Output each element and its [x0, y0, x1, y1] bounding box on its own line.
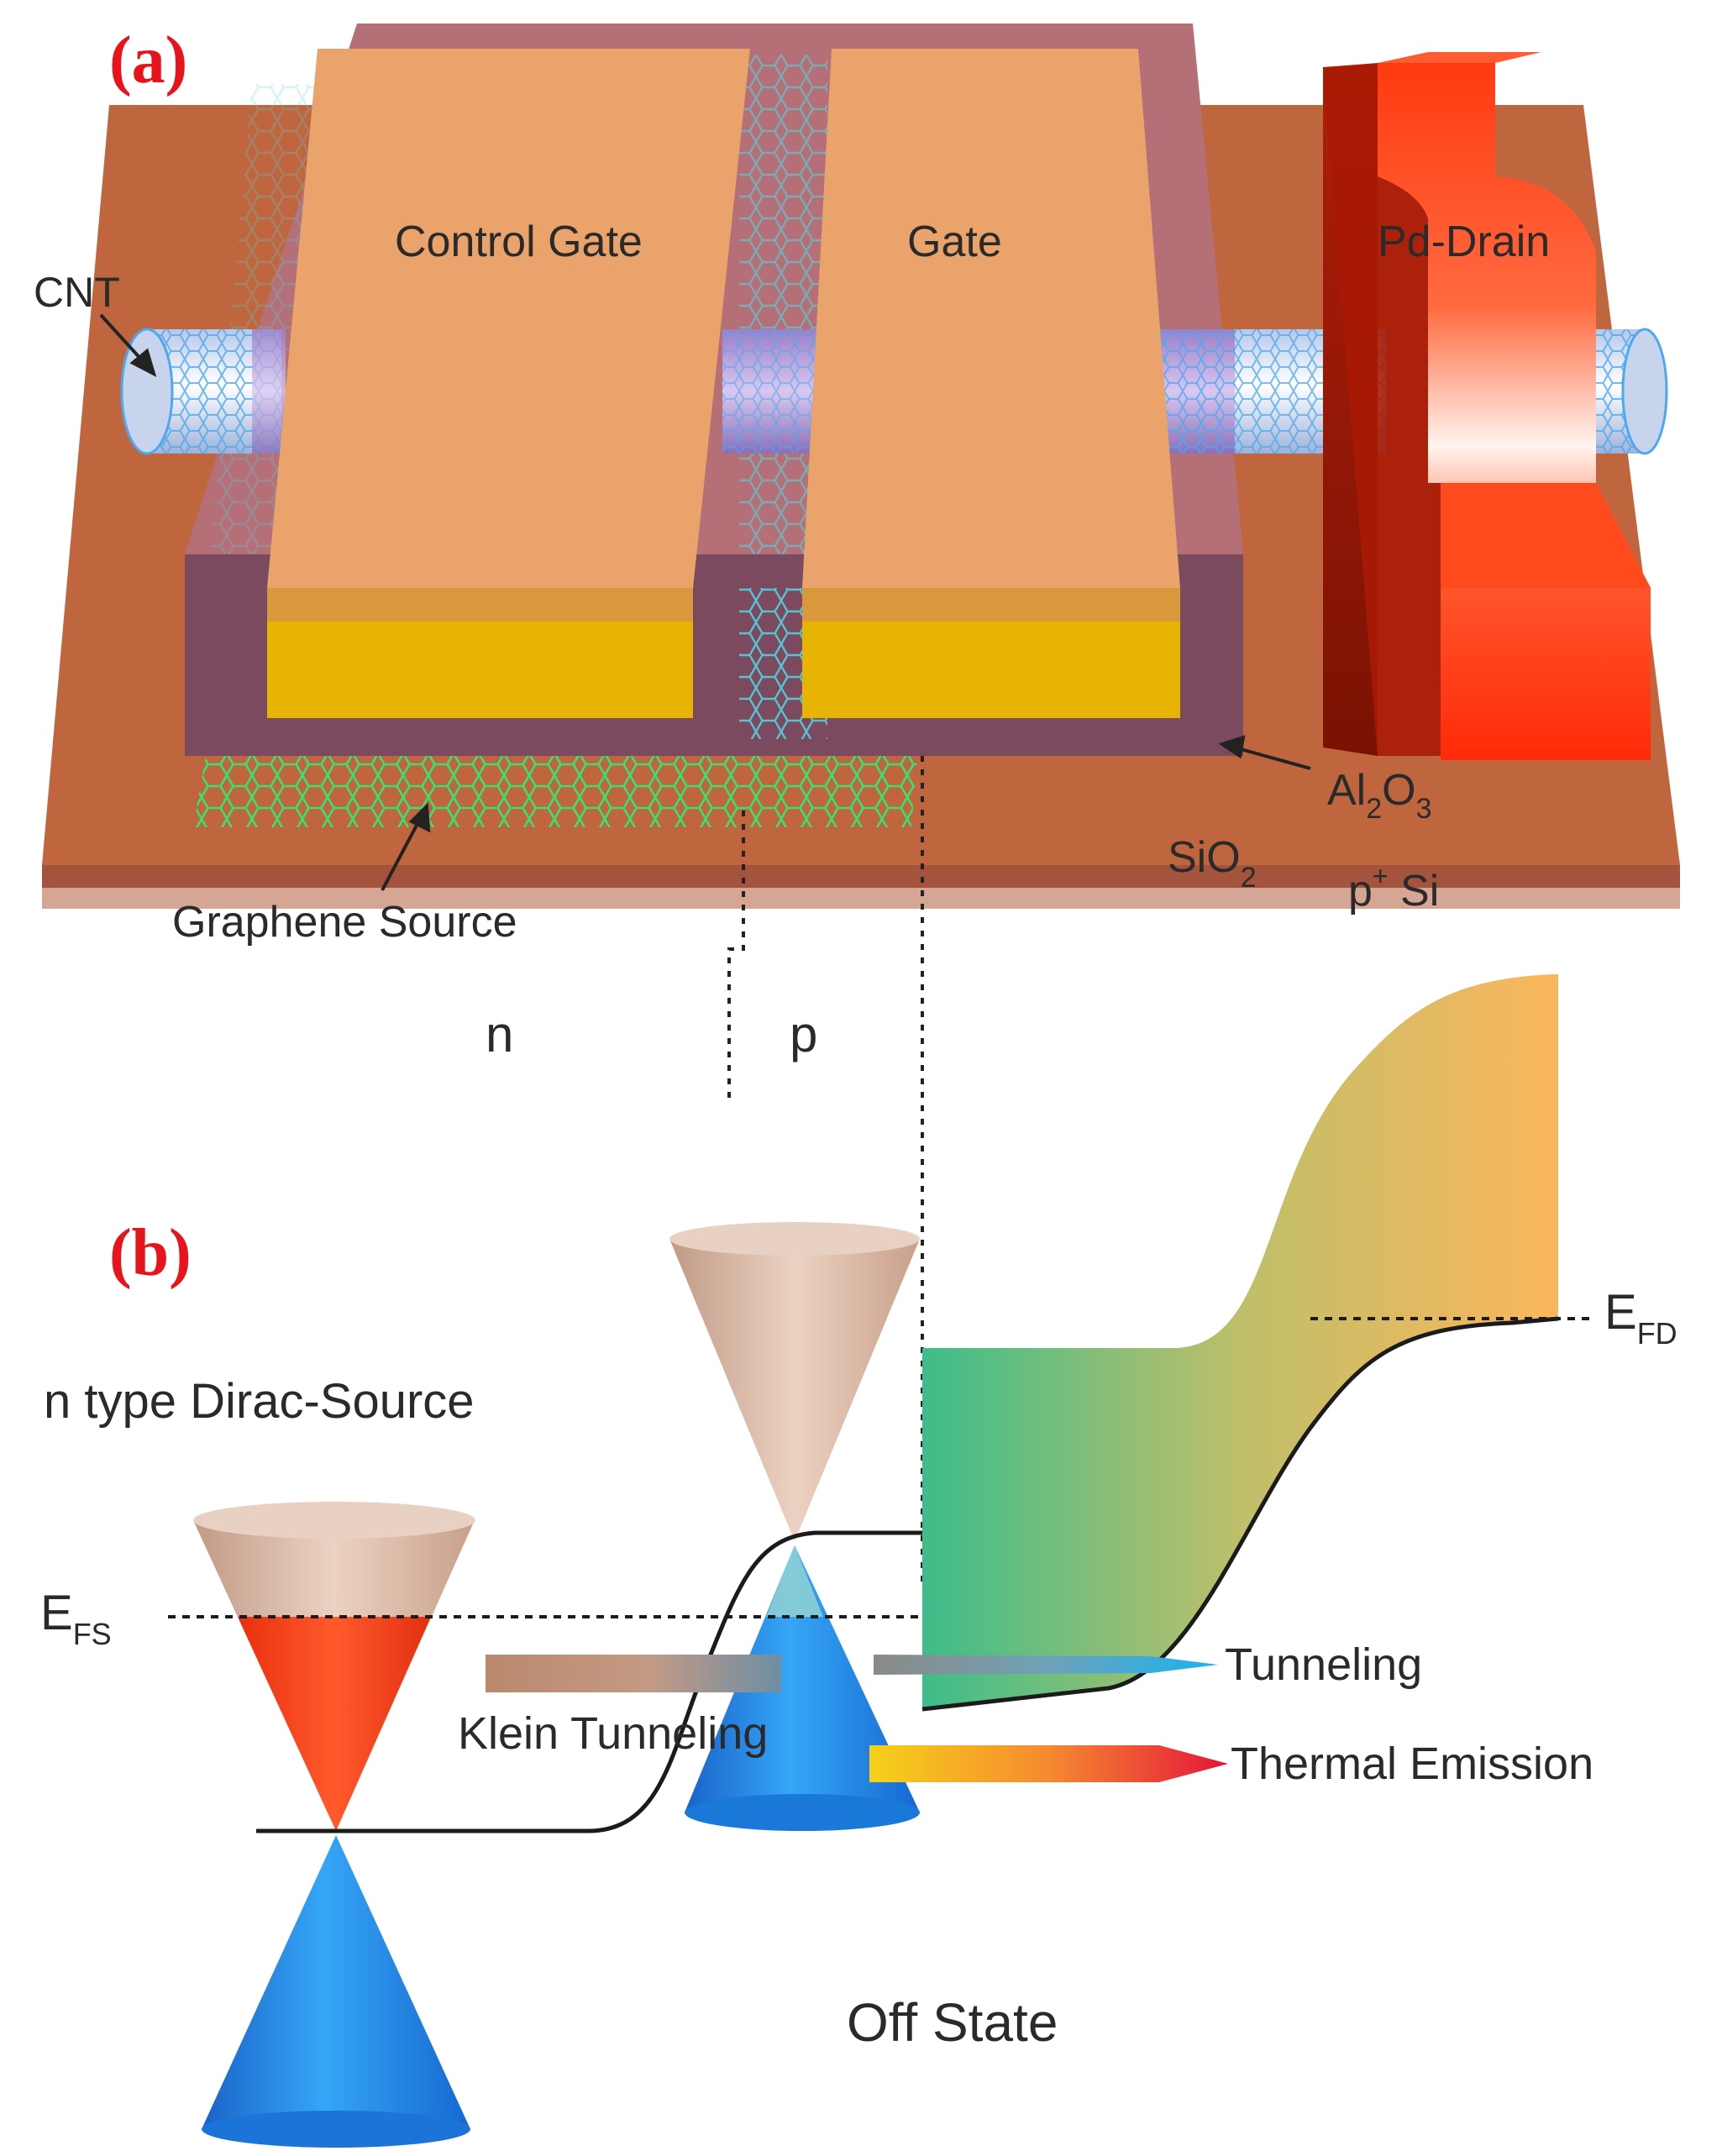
sio2-front [42, 865, 1680, 888]
p-region-label: p [790, 1006, 817, 1062]
cnt-middle [722, 329, 823, 454]
efs-label: EFS [40, 1586, 112, 1651]
klein-tunneling-label: Klein Tunneling [458, 1708, 768, 1759]
cnt-label: CNT [34, 269, 120, 316]
source-filled-states [238, 1617, 431, 1831]
tunneling-arrow [874, 1655, 1218, 1675]
off-state-label: Off State [847, 1992, 1058, 2053]
pd-drain-label: Pd-Drain [1378, 218, 1550, 266]
graphene-source-label: Graphene Source [172, 898, 517, 947]
panel-a-letter: (a) [109, 24, 187, 97]
channel-upper-cone [669, 1239, 920, 1541]
dirac-source-label: n type Dirac-Source [44, 1374, 475, 1429]
panel-a: (a) CNT Control Gate Gate Pd-Drain Al2O3… [34, 24, 1680, 1587]
n-region-label: n [486, 1006, 513, 1062]
channel-lower-cone [685, 1545, 920, 1812]
tunneling-label: Tunneling [1225, 1639, 1422, 1690]
source-dirac-cone [193, 1502, 475, 2148]
sio2-label: SiO2 [1168, 833, 1257, 894]
control-gate-label: Control Gate [395, 218, 643, 266]
efd-label: EFD [1604, 1285, 1677, 1351]
fermi-level-lines [168, 1317, 1592, 1618]
pd-drain [1323, 52, 1651, 760]
klein-tunneling-arrow [486, 1655, 781, 1692]
cnt-left [120, 328, 286, 455]
channel-dirac-cone [669, 1222, 920, 1831]
al2o3-label: Al2O3 [1327, 766, 1432, 825]
drain-band-region [922, 974, 1558, 1709]
panel-b-letter: (b) [109, 1216, 192, 1290]
callout-arrows [99, 313, 1311, 891]
panel-b: (b) n type Dirac-Source EFS EFD Klein Tu… [40, 974, 1677, 2148]
gate-label: Gate [907, 218, 1002, 266]
control-gate [267, 49, 750, 718]
thermal-emission-label: Thermal Emission [1231, 1739, 1593, 1789]
thermal-emission-arrow [869, 1745, 1228, 1782]
gate [802, 49, 1180, 718]
np-boundary-lines [727, 756, 924, 1587]
p-si-layer [42, 886, 1680, 909]
source-lower-cone [202, 1835, 470, 2129]
p-si-label: p+ Si [1348, 861, 1439, 915]
